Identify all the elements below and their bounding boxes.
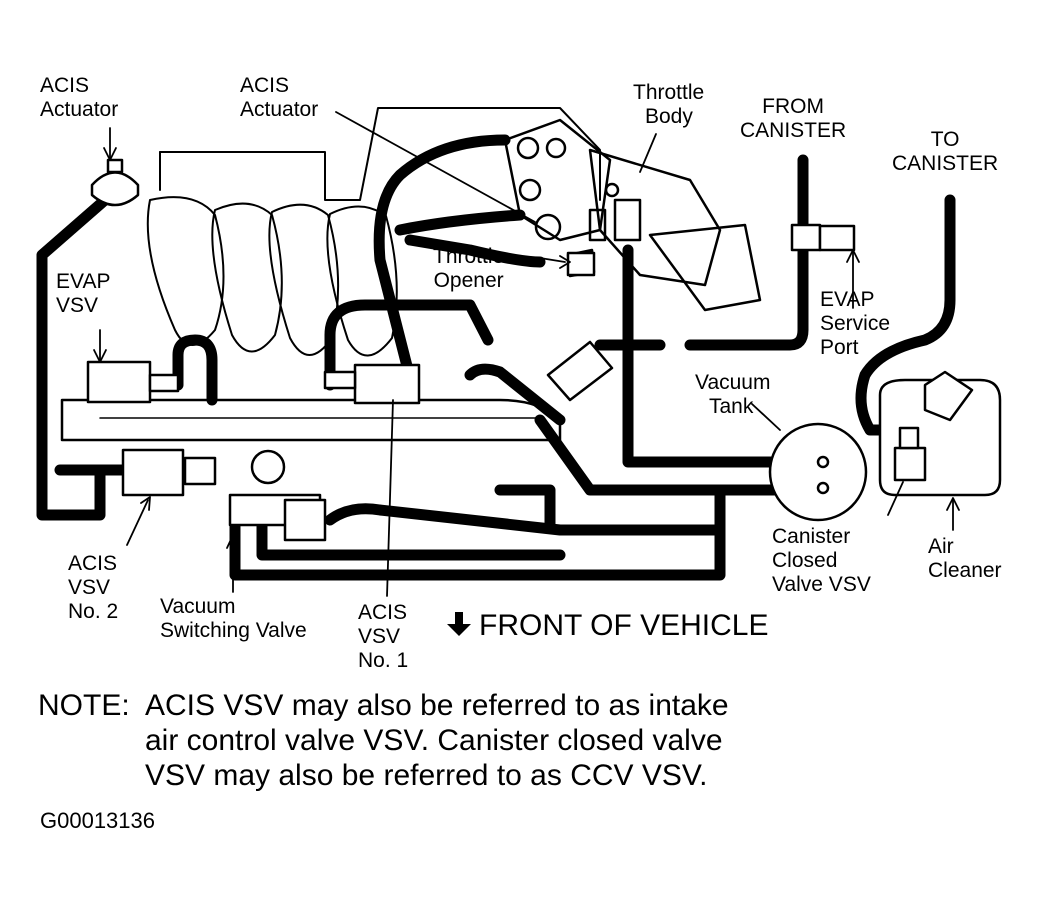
front-of-vehicle-text: FRONT OF VEHICLE xyxy=(479,609,769,642)
label-line: VSV xyxy=(358,625,401,648)
label-line: ACIS xyxy=(240,74,290,97)
label-line: Tank xyxy=(709,395,754,418)
label-line: Valve VSV xyxy=(772,573,871,596)
label-vacuum-tank: Vacuum Tank xyxy=(695,371,770,419)
label-line: Vacuum xyxy=(160,595,236,618)
label-to-canister: TO CANISTER xyxy=(892,128,998,176)
label-canister-closed-valve-vsv: Canister Closed Valve VSV xyxy=(772,525,871,597)
note-block: NOTE: ACIS VSV may also be referred to a… xyxy=(38,688,729,793)
label-line: ACIS xyxy=(358,601,408,624)
label-line: Vacuum xyxy=(695,371,771,394)
note-line: air control valve VSV. Canister closed v… xyxy=(145,724,723,757)
note-line: VSV may also be referred to as CCV VSV. xyxy=(145,759,708,792)
label-line: ACIS xyxy=(40,74,90,97)
label-from-canister: FROM CANISTER xyxy=(740,95,846,143)
label-throttle-opener: Throttle Opener xyxy=(433,245,504,293)
front-of-vehicle-indicator: FRONT OF VEHICLE xyxy=(447,608,768,644)
label-line: Actuator xyxy=(240,98,319,121)
label-line: CANISTER xyxy=(892,152,999,175)
label-line: Opener xyxy=(433,269,504,292)
label-line: Closed xyxy=(772,549,838,572)
label-line: FROM xyxy=(762,95,824,118)
arrow-down-icon xyxy=(447,612,471,636)
label-line: No. 1 xyxy=(358,649,409,672)
vacuum-hoses xyxy=(36,134,956,581)
label-line: VSV xyxy=(56,294,99,317)
label-evap-service-port: EVAP Service Port xyxy=(820,288,890,360)
label-line: EVAP xyxy=(56,270,111,293)
label-evap-vsv: EVAP VSV xyxy=(56,270,110,318)
label-line: Air xyxy=(928,535,954,558)
note-text: ACIS VSV may also be referred to as inta… xyxy=(145,688,729,793)
label-line: Actuator xyxy=(40,98,119,121)
label-acis-actuator-left: ACIS Actuator xyxy=(40,74,118,122)
label-line: Throttle xyxy=(433,245,505,268)
label-line: TO xyxy=(930,128,960,151)
label-line: No. 2 xyxy=(68,600,119,623)
label-line: Cleaner xyxy=(928,559,1002,582)
label-line: Service xyxy=(820,312,891,335)
label-air-cleaner: Air Cleaner xyxy=(928,535,1002,583)
figure-id: G00013136 xyxy=(40,808,155,833)
note-prefix: NOTE: xyxy=(38,689,130,722)
label-vacuum-switching-valve: Vacuum Switching Valve xyxy=(160,595,307,643)
label-line: ACIS xyxy=(68,552,118,575)
label-acis-actuator-center: ACIS Actuator xyxy=(240,74,318,122)
label-acis-vsv-no1: ACIS VSV No. 1 xyxy=(358,601,408,673)
components xyxy=(86,158,1002,542)
label-throttle-body: Throttle Body xyxy=(633,81,704,129)
label-line: Throttle xyxy=(633,81,705,104)
label-line: Port xyxy=(820,336,859,359)
label-line: EVAP xyxy=(820,288,875,311)
note-line: ACIS VSV may also be referred to as inta… xyxy=(145,689,729,722)
label-line: VSV xyxy=(68,576,111,599)
label-line: Canister xyxy=(772,525,851,548)
label-line: CANISTER xyxy=(740,119,847,142)
label-line: Body xyxy=(645,105,693,128)
leader-lines xyxy=(93,111,960,597)
label-acis-vsv-no2: ACIS VSV No. 2 xyxy=(68,552,118,624)
label-line: Switching Valve xyxy=(160,619,307,642)
